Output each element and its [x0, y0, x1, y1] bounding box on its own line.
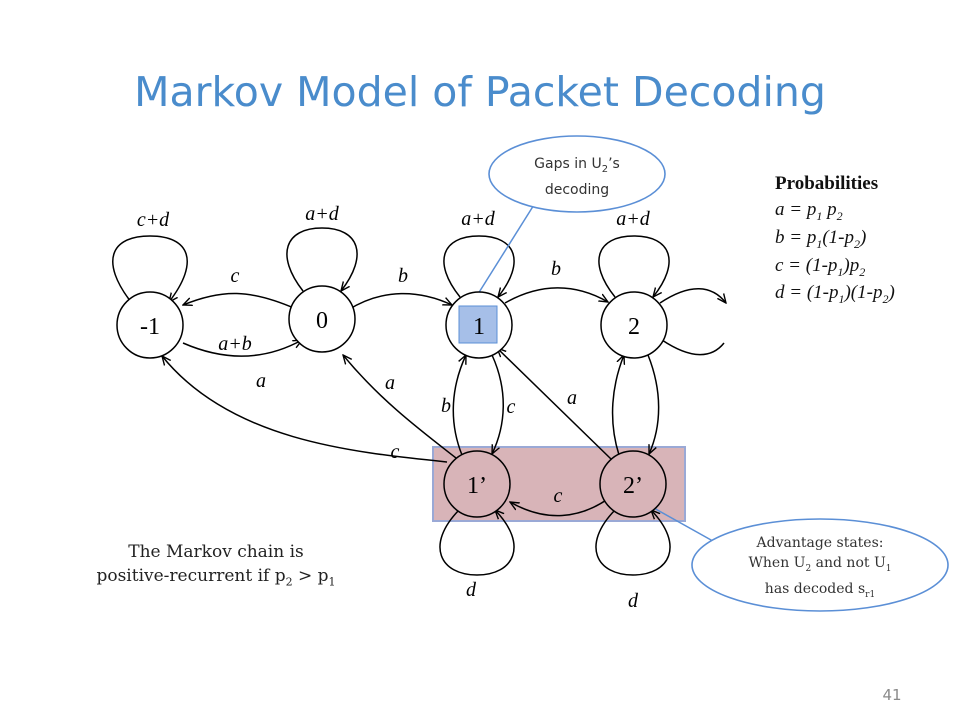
state-node-2: [600, 291, 668, 359]
loop-2: [598, 235, 670, 297]
edge-2p-to-2: [611, 355, 624, 456]
label-loop-m1: c+d: [137, 209, 170, 231]
note-line1: The Markov chain is: [128, 542, 304, 562]
label-loop-2: a+d: [616, 208, 650, 230]
edge-1-to-1p: [492, 354, 504, 454]
state-label-1: 1: [473, 314, 485, 340]
callout-bottom-pointer: [651, 506, 721, 546]
prob-d: d = (1-p1)(1-p2): [775, 282, 895, 307]
state-label-2p: 2’: [623, 473, 643, 499]
state-label-m1: -1: [140, 314, 160, 340]
callout-top-text: Gaps in U2’s decoding: [497, 154, 657, 201]
callout-top-pointer: [477, 199, 538, 295]
label-edge-1p-m1-a: a: [256, 370, 266, 392]
recurrence-note: The Markov chain is positive-recurrent i…: [36, 540, 396, 594]
loop-1: [443, 235, 515, 297]
label-edge-2p-1: a: [567, 387, 577, 409]
prob-c: c = (1-p1)p2: [775, 254, 866, 279]
edge-0-to-m1: [183, 292, 297, 310]
edge-in-2: [661, 339, 725, 356]
state-label-0: 0: [316, 308, 328, 334]
probabilities-heading: Probabilities: [775, 173, 879, 194]
loop-1p: [439, 510, 515, 576]
label-edge-m1-0: a+b: [218, 333, 252, 355]
edge-m1-to-0: [182, 340, 302, 357]
loop-0: [286, 227, 358, 291]
callout-top-line1: Gaps in U2’s: [534, 156, 620, 175]
state-1-highlight: [458, 305, 498, 344]
edge-2p-to-1: [497, 348, 612, 460]
label-edge-0-1: b: [398, 265, 408, 287]
probabilities-panel: Probabilities a = p1 p2 b = p1(1-p2) c =…: [775, 173, 895, 310]
edge-2p-to-1p: [510, 495, 613, 517]
callout-bottom-bubble: [691, 518, 949, 612]
note-line2: positive-recurrent if p2 > p1: [96, 566, 336, 589]
state-node-0: [288, 285, 356, 353]
state-label-1p: 1’: [467, 473, 487, 499]
callout-bottom-line1: Advantage states:: [756, 535, 884, 551]
label-edge-1-1p: c: [507, 396, 516, 418]
edge-0-to-1: [347, 292, 452, 311]
state-label-2: 2: [628, 314, 640, 340]
callout-top-bubble: [488, 135, 666, 213]
prob-b: b = p1(1-p2): [775, 226, 867, 251]
loop-m1: [112, 235, 188, 302]
edge-1p-to-0: [343, 355, 457, 459]
edge-1p-to-1: [452, 355, 466, 456]
callout-bottom-line2: When U2 and not U1: [748, 555, 892, 574]
label-loop-1p: d: [466, 579, 477, 601]
callout-bottom-text: Advantage states: When U2 and not U1 has…: [712, 533, 928, 605]
slide-number: 41: [882, 686, 902, 704]
label-edge-0-m1: c: [231, 265, 240, 287]
prob-a: a = p1 p2: [775, 199, 843, 223]
label-loop-1: a+d: [461, 208, 495, 230]
label-edge-2p-1p: c: [554, 485, 563, 507]
edge-2-out: [659, 288, 726, 303]
callout-top-line2: decoding: [544, 181, 610, 198]
edge-1p-to-m1: [162, 356, 448, 463]
callout-bottom-line3: has decoded sr1: [764, 580, 876, 600]
label-loop-0: a+d: [305, 203, 339, 225]
slide-title: Markov Model of Packet Decoding: [134, 68, 826, 116]
label-edge-1p-0: a: [385, 372, 395, 394]
state-node-m1: [116, 291, 184, 359]
label-edge-1p-m1-c: c: [391, 441, 400, 463]
edge-1-to-2: [504, 287, 608, 304]
label-loop-2p: d: [628, 590, 639, 612]
label-edge-1p-1: b: [441, 395, 451, 417]
edge-2-to-2p: [647, 354, 660, 454]
loop-2p: [595, 510, 671, 576]
label-edge-1-2: b: [551, 258, 561, 280]
state-node-2p: [599, 450, 667, 518]
state-node-1p: [443, 450, 511, 518]
